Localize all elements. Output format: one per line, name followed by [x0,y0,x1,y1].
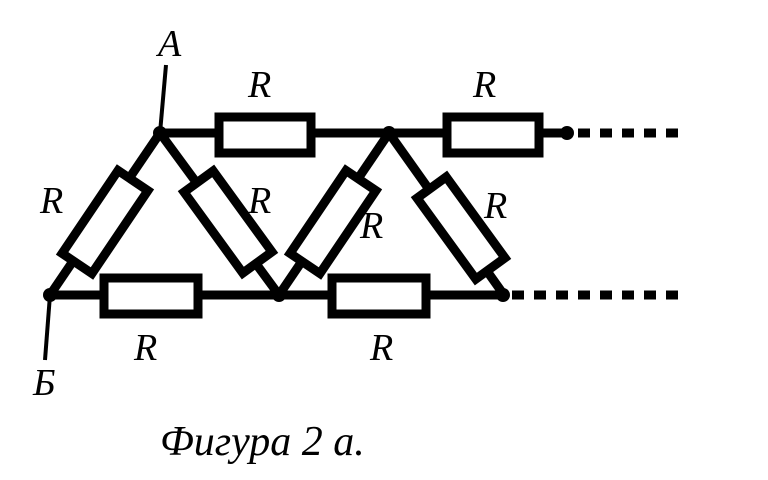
resistor-diagonal-4 [410,170,512,286]
node-bottom-mid [272,288,286,302]
resistor-label-bottom-1: R [133,327,157,369]
node-top-right [560,126,574,140]
resistor-top-1 [214,112,316,158]
resistor-top-2 [442,112,544,158]
resistor-diagonal-2 [177,164,279,280]
terminal-b-label: Б [32,362,55,404]
resistor-label-diagonal-1: R [39,180,63,222]
resistor-diagonal-3 [283,164,383,280]
node-bottom-right [496,288,510,302]
figure-caption: Фигура 2 а. [160,419,365,465]
resistor-label-top-1: R [247,64,271,106]
resistor-label-diagonal-4: R [483,185,507,227]
node-b [43,288,57,302]
resistor-label-diagonal-3: R [359,205,383,247]
resistor-label-bottom-2: R [369,327,393,369]
resistor-bottom-1 [99,273,203,319]
terminal-a-lead [158,64,168,134]
node-a [153,126,167,140]
resistor-bottom-2 [327,273,431,319]
resistor-label-top-2: R [472,64,496,106]
terminal-b-lead [43,294,52,361]
resistor-diagonal-1 [55,164,155,280]
node-top-mid [382,126,396,140]
resistor-label-diagonal-2: R [247,180,271,222]
terminal-a-label: А [155,23,182,65]
